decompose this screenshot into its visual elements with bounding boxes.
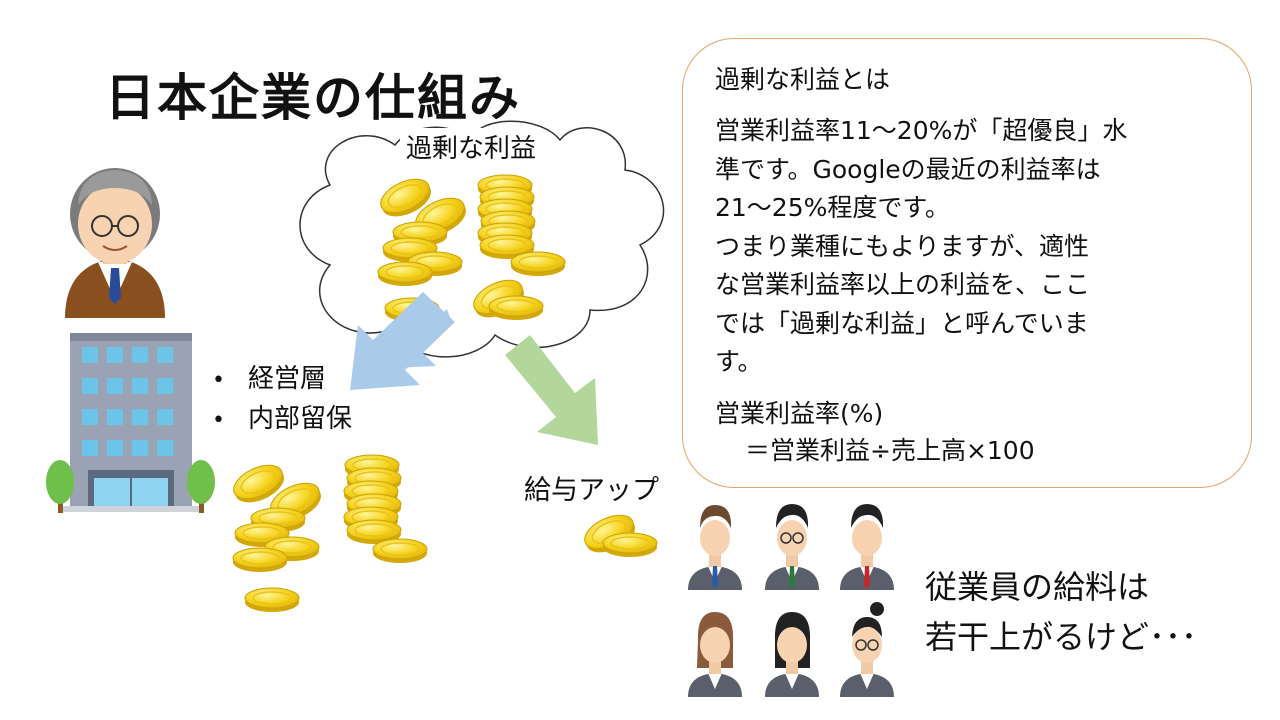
employee-icon xyxy=(765,504,819,590)
executive-icon xyxy=(65,168,165,318)
office-building-icon xyxy=(60,333,202,512)
info-box: 過剰な利益とは 営業利益率11～20%が「超優良」水 準です。Googleの最近… xyxy=(682,38,1252,488)
employees-caption-line-1: 従業員の給料は xyxy=(925,568,1150,606)
info-box-formula-block: 営業利益率(%) ＝営業利益÷売上高×100 xyxy=(715,395,1225,469)
employees-caption: 従業員の給料は 若干上がるけど･･･ xyxy=(925,562,1197,662)
formula: ＝営業利益÷売上高×100 xyxy=(745,435,1035,465)
employee-icon xyxy=(688,505,742,590)
employee-icon xyxy=(840,504,894,590)
info-box-line: 営業利益率11～20%が「超優良」水 xyxy=(715,116,1128,145)
tree-icon xyxy=(187,460,215,513)
cloud-label: 過剰な利益 xyxy=(400,128,543,165)
employee-icon xyxy=(765,612,819,697)
info-box-line: な営業利益率以上の利益を、ここ xyxy=(715,270,1091,299)
tree-icon xyxy=(46,460,74,513)
employees-caption-line-2: 若干上がるけど･･･ xyxy=(925,618,1198,656)
employee-icon xyxy=(840,602,894,697)
arrow-to-management xyxy=(350,292,455,390)
info-box-line: す。 xyxy=(715,347,763,376)
retained-item-management: 経営層 xyxy=(212,360,352,400)
info-box-line: つまり業種にもよりますが、適性 xyxy=(715,231,1090,261)
info-box-line: 準です。Googleの最近の利益率は xyxy=(715,154,1101,184)
info-box-line: 21～25%程度です。 xyxy=(715,193,950,222)
salary-coins xyxy=(578,507,658,561)
arrow-to-employees xyxy=(505,335,598,445)
retained-coin-pile-left xyxy=(227,457,327,613)
info-box-body: 営業利益率11～20%が「超優良」水 準です。Googleの最近の利益率は 21… xyxy=(715,112,1225,382)
retained-list: 経営層 内部留保 xyxy=(212,360,352,440)
formula-label: 営業利益率(%) xyxy=(715,398,884,428)
salary-up-label: 給与アップ xyxy=(524,475,659,506)
info-box-title: 過剰な利益とは xyxy=(715,65,891,94)
employee-icon xyxy=(688,612,742,697)
retained-item-retained-earnings: 内部留保 xyxy=(212,400,352,440)
info-box-line: では「過剰な利益」と呼んでいま xyxy=(715,308,1089,338)
retained-coin-pile-right xyxy=(343,454,428,564)
slide-title: 日本企業の仕組み xyxy=(105,69,521,127)
